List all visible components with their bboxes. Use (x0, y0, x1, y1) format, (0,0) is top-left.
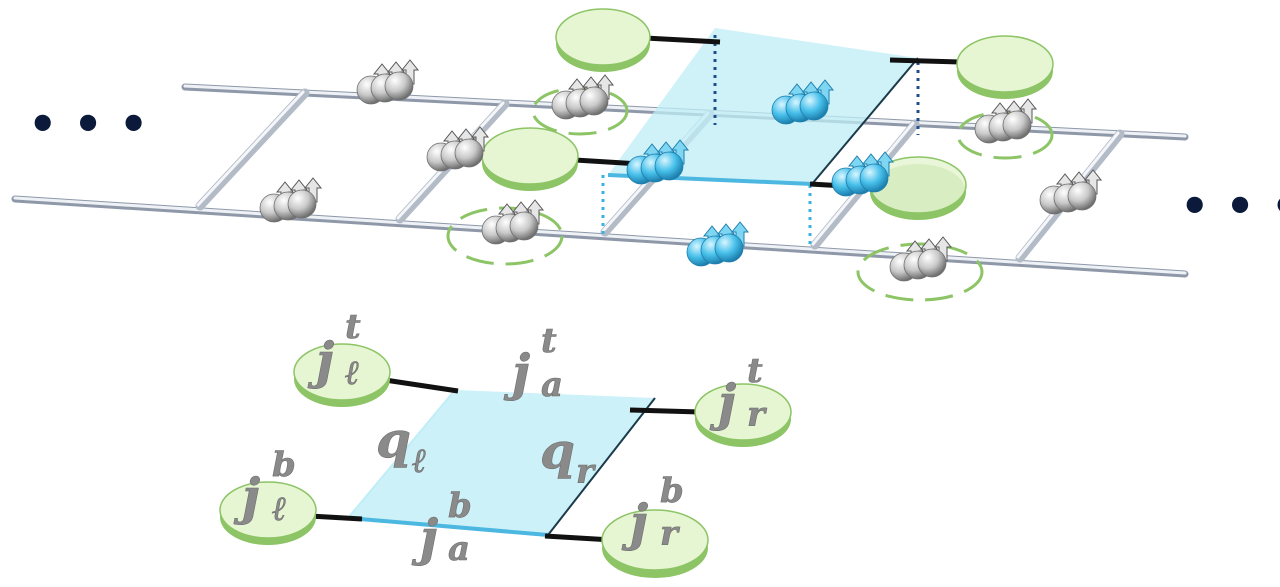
atom-cluster (974, 98, 1038, 144)
label-sub: r (747, 395, 767, 435)
label-q-r: q r (540, 421, 597, 493)
atom-cluster (426, 126, 490, 172)
label-sub: a (541, 365, 563, 405)
label-base: q (540, 421, 575, 480)
atom-cluster-blue (831, 151, 895, 197)
lower-rail-highlight (13, 196, 1187, 275)
node-j-l-t (293, 343, 391, 407)
atom-cluster (889, 236, 953, 282)
ellipsis-right: • • • (1180, 179, 1280, 233)
bond (384, 377, 459, 394)
bond (629, 407, 701, 415)
rung (195, 88, 310, 211)
plaquette-right-edge (811, 57, 919, 185)
atom-cluster-blue (686, 221, 750, 267)
schematic-bottom-edge (347, 516, 549, 537)
label-sup: t (747, 351, 763, 391)
atom-sphere (509, 211, 539, 241)
link-node (481, 127, 579, 191)
plaquette (608, 28, 918, 184)
label-sub: ℓ (345, 353, 360, 393)
label-q-l: q ℓ (376, 410, 427, 482)
link-node (869, 156, 967, 220)
label-sup: t (345, 307, 361, 347)
label-sub: r (660, 514, 680, 554)
schematic-left-edge (347, 389, 456, 519)
ellipsis-left: • • • (28, 97, 148, 151)
rung-highlight (196, 90, 305, 207)
atom-cluster (481, 199, 545, 245)
atom-sphere (1002, 110, 1032, 140)
atom-sphere (287, 189, 317, 219)
atom-sphere (454, 138, 484, 168)
atom-cluster (356, 59, 420, 105)
bond (309, 513, 363, 522)
label-sup: b (660, 471, 684, 511)
atom-sphere (384, 71, 414, 101)
bond (889, 57, 961, 65)
atom-sphere (799, 91, 829, 121)
node-j-r-b (601, 509, 709, 578)
label-sup: t (541, 321, 557, 361)
atoms (259, 59, 1103, 282)
atom-cluster-blue (771, 79, 835, 125)
atom-cluster (551, 74, 615, 120)
link-nodes-3d (481, 8, 1054, 220)
label-sub: ℓ (272, 489, 287, 529)
dotted-guides (601, 35, 920, 248)
atom-sphere (654, 151, 684, 181)
ladder-lattice (11, 8, 1189, 302)
atom-sphere (579, 86, 609, 116)
atom-cluster-blue (626, 139, 690, 185)
label-j-a-t: j t a (503, 321, 564, 406)
link-node (956, 35, 1054, 99)
atom-sphere (859, 163, 889, 193)
label-sup: b (272, 445, 296, 485)
schematic-right-edge (547, 397, 656, 536)
atom-sphere (714, 233, 744, 263)
link-node (555, 8, 651, 72)
dashed-ring (856, 242, 984, 302)
label-sub: ℓ (412, 441, 427, 481)
bond (544, 533, 613, 543)
plaquette-schematic: j t ℓ j t a j t r q ℓ q r j b ℓ j b (219, 307, 792, 578)
label-sub: a (448, 529, 470, 569)
label-sup: b (448, 486, 472, 526)
atom-cluster (1039, 169, 1103, 215)
node-j-l-b (219, 481, 317, 545)
label-sub: r (576, 452, 596, 492)
node-j-r-t (694, 383, 792, 447)
label-base: q (376, 410, 411, 469)
atom-sphere (917, 248, 947, 278)
atom-cluster (259, 177, 323, 223)
bond (644, 35, 721, 45)
atom-sphere (1067, 181, 1097, 211)
